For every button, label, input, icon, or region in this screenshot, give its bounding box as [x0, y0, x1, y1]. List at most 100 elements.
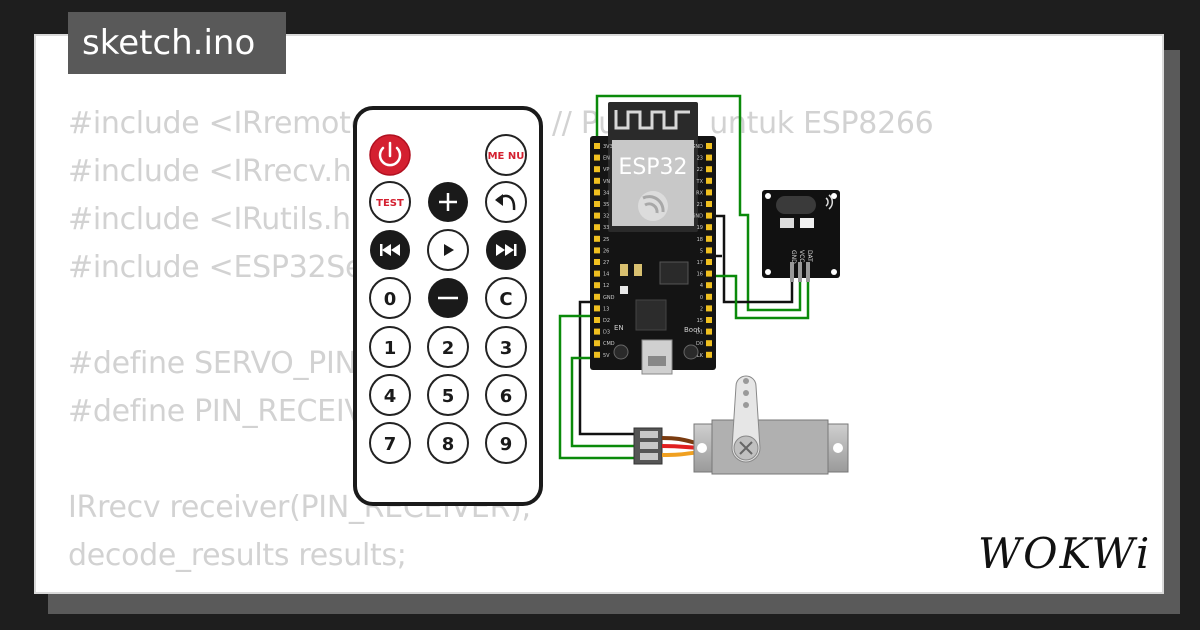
- board-pin-label: TX: [696, 179, 704, 185]
- digit-label: 2: [442, 338, 455, 359]
- code-comment-fragment: // Pu untuk ESP8266: [552, 106, 934, 141]
- board-pin-label: 13: [603, 306, 609, 312]
- board-pin[interactable]: [594, 247, 600, 254]
- board-pin[interactable]: [594, 154, 600, 161]
- ir-receiver-module[interactable]: GND VCC DAT: [762, 190, 840, 282]
- play-button[interactable]: [427, 229, 469, 271]
- board-pin[interactable]: [706, 293, 712, 300]
- board-pin[interactable]: [706, 282, 712, 289]
- board-pin[interactable]: [706, 351, 712, 358]
- digit-button-9[interactable]: 9: [485, 422, 527, 464]
- board-pin[interactable]: [706, 270, 712, 277]
- fast-forward-button[interactable]: [486, 230, 526, 270]
- board-pin[interactable]: [706, 340, 712, 347]
- digit-button-2[interactable]: 2: [427, 326, 469, 368]
- digit-button-3[interactable]: 3: [485, 326, 527, 368]
- ir-remote[interactable]: ME NU TEST: [353, 106, 543, 506]
- digit-button-6[interactable]: 6: [485, 374, 527, 416]
- menu-button[interactable]: ME NU: [485, 134, 527, 176]
- back-button[interactable]: [485, 181, 527, 223]
- wires: [558, 94, 810, 460]
- board-pin[interactable]: [594, 293, 600, 300]
- test-label: TEST: [376, 198, 404, 209]
- board-pin[interactable]: [706, 247, 712, 254]
- servo-motor[interactable]: [633, 375, 849, 475]
- board-pin[interactable]: [594, 235, 600, 242]
- digit-label: 5: [442, 386, 455, 407]
- wire-servo-vcc: [558, 314, 636, 460]
- receiver-pin-label: GND: [790, 250, 797, 264]
- board-pin[interactable]: [594, 212, 600, 219]
- menu-label: ME NU: [488, 151, 525, 162]
- board-pin[interactable]: [594, 340, 600, 347]
- receiver-pin-label: VCC: [798, 250, 805, 262]
- digit-button-8[interactable]: 8: [427, 422, 469, 464]
- boot-button[interactable]: [683, 344, 699, 360]
- board-pin[interactable]: [594, 328, 600, 335]
- digit-keypad: 1 2 3 4 5 6 7 8 9: [369, 326, 527, 464]
- en-button[interactable]: [613, 344, 629, 360]
- board-pin[interactable]: [594, 259, 600, 265]
- board-pin[interactable]: [594, 305, 600, 312]
- plus-button[interactable]: [428, 182, 468, 222]
- board-pin-label: 22: [697, 167, 703, 173]
- board-pin[interactable]: [706, 201, 712, 207]
- board-pin[interactable]: [594, 166, 600, 173]
- board-pin[interactable]: [706, 224, 712, 231]
- board-pin[interactable]: [706, 177, 712, 184]
- c-button[interactable]: C: [485, 277, 527, 319]
- digit-button-7[interactable]: 7: [369, 422, 411, 464]
- power-button[interactable]: [369, 134, 411, 176]
- digit-button-4[interactable]: 4: [369, 374, 411, 416]
- board-pin-label: VP: [603, 167, 609, 173]
- brand-name: WOKWi: [978, 529, 1150, 578]
- board-pin[interactable]: [594, 224, 600, 231]
- board-pin-label: 27: [603, 260, 609, 266]
- board-pin[interactable]: [706, 166, 712, 173]
- file-tab[interactable]: sketch.ino: [68, 12, 286, 74]
- board-pin[interactable]: [706, 235, 712, 242]
- back-arrow-icon: [495, 194, 516, 211]
- board-pin[interactable]: [706, 143, 712, 149]
- board-pin[interactable]: [706, 305, 712, 312]
- signal-waves-icon: [825, 194, 834, 210]
- board-pin[interactable]: [594, 189, 600, 196]
- board-pin[interactable]: [706, 328, 712, 335]
- left-pin-header: 3V3ENVPVN343532332526271412GND13D2D3CMD5…: [594, 143, 615, 359]
- rewind-icon: [380, 244, 400, 256]
- test-button[interactable]: TEST: [369, 181, 411, 223]
- board-pin[interactable]: [594, 351, 600, 358]
- minus-button[interactable]: [428, 278, 468, 318]
- digit-label: 8: [442, 434, 455, 455]
- board-pin-label: EN: [603, 156, 610, 162]
- digit-button-5[interactable]: 5: [427, 374, 469, 416]
- zero-button[interactable]: 0: [369, 277, 411, 319]
- board-pin-label: 32: [603, 214, 609, 220]
- board-pin[interactable]: [594, 270, 600, 277]
- board-pin-label: GND: [692, 144, 704, 150]
- board-pin-label: 35: [603, 202, 609, 208]
- code-line: IRrecv receiver(PIN_RECEIVER);: [68, 490, 532, 525]
- board-pin[interactable]: [706, 189, 712, 196]
- board-pin-label: 17: [697, 260, 703, 266]
- code-line: #include <IRremote: [68, 106, 369, 141]
- board-pin[interactable]: [594, 201, 600, 207]
- digit-button-1[interactable]: 1: [369, 326, 411, 368]
- board-pin[interactable]: [594, 177, 600, 184]
- board-pin-label: 33: [603, 225, 609, 231]
- board-pin[interactable]: [706, 212, 712, 219]
- digit-label: 4: [384, 386, 397, 407]
- board-pin[interactable]: [594, 143, 600, 149]
- fast-forward-icon: [496, 244, 517, 256]
- board-pin-label: 14: [603, 272, 609, 278]
- board-pin[interactable]: [594, 282, 600, 289]
- board-pin[interactable]: [706, 317, 712, 323]
- rewind-button[interactable]: [370, 230, 410, 270]
- esp32-board[interactable]: ESP32 3V3ENVPVN343532332526271412GND13D2…: [590, 102, 716, 375]
- board-pin[interactable]: [706, 259, 712, 265]
- code-fragment-wrap: // Pu untuk ESP8266: [552, 100, 934, 148]
- board-pin[interactable]: [594, 317, 600, 323]
- wire-3v3-to-vcc: [595, 94, 802, 312]
- board-pin[interactable]: [706, 154, 712, 161]
